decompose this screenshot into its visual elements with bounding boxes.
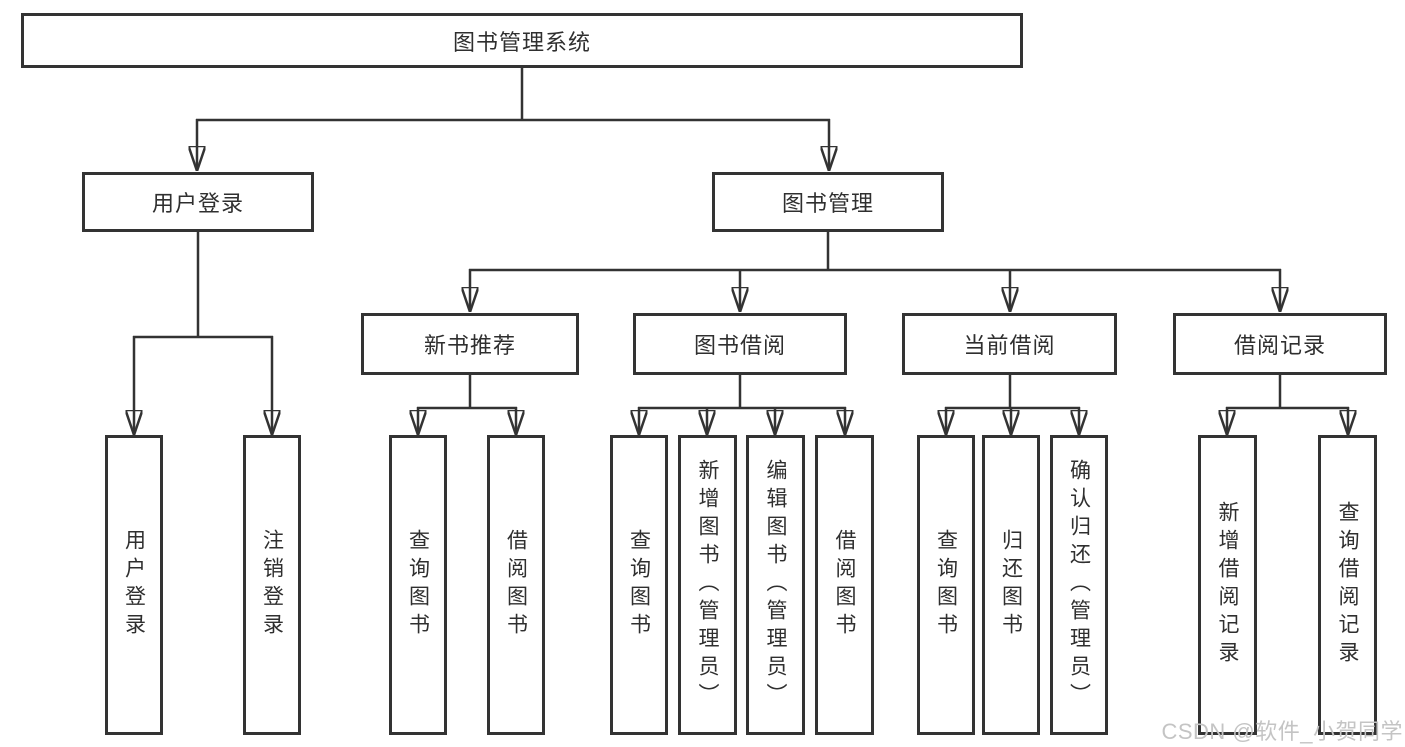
leaf-borrow-books-recommend: 借阅图书 [487, 435, 545, 735]
leaf-return-books: 归还图书 [982, 435, 1040, 735]
leaf-query-books-current: 查询图书 [917, 435, 975, 735]
leaf-add-borrow-record: 新增借阅记录 [1198, 435, 1257, 735]
node-book-management: 图书管理 [712, 172, 944, 232]
node-library-system: 图书管理系统 [21, 13, 1023, 68]
node-current-borrowing: 当前借阅 [902, 313, 1117, 375]
leaf-borrow-books-borrowing: 借阅图书 [815, 435, 874, 735]
leaf-add-books-admin: 新增图书（管理员） [678, 435, 737, 735]
leaf-query-borrow-record: 查询借阅记录 [1318, 435, 1377, 735]
leaf-edit-books-admin: 编辑图书（管理员） [746, 435, 805, 735]
leaf-user-login: 用户登录 [105, 435, 163, 735]
leaf-logout-login: 注销登录 [243, 435, 301, 735]
node-new-book-recommend: 新书推荐 [361, 313, 579, 375]
leaf-query-books-borrowing: 查询图书 [610, 435, 668, 735]
node-borrowing-records: 借阅记录 [1173, 313, 1387, 375]
csdn-watermark: CSDN @软件_小贺同学 [1161, 719, 1403, 744]
node-book-borrowing: 图书借阅 [633, 313, 847, 375]
leaf-query-books-recommend: 查询图书 [389, 435, 447, 735]
leaf-confirm-return-admin: 确认归还（管理员） [1050, 435, 1108, 735]
node-user-login: 用户登录 [82, 172, 314, 232]
